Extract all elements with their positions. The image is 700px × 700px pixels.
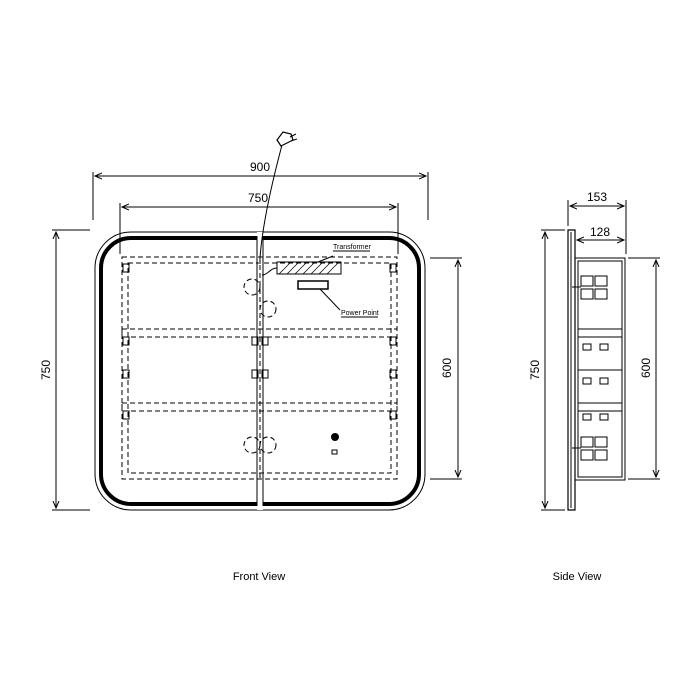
- side-mirror-face: [567, 229, 576, 511]
- shelf-upper: [121, 328, 398, 338]
- power-point-label: Power Point: [341, 310, 379, 317]
- dimension-153-label: 153: [587, 190, 607, 204]
- front-view-label: Front View: [233, 571, 285, 583]
- dimension-750-width-label: 750: [248, 191, 268, 205]
- side-view-label: Side View: [553, 571, 602, 583]
- dimension-900-label: 900: [250, 160, 270, 174]
- shelf-lower: [121, 402, 398, 412]
- hinge-lower: [572, 436, 608, 461]
- hinge-upper: [572, 275, 608, 300]
- power-point-box: [297, 280, 329, 290]
- dimension-side-750-label: 750: [528, 360, 542, 380]
- side-view: 153 128 750 600 Side View: [528, 190, 660, 583]
- transformer-label: Transformer: [333, 244, 372, 251]
- plug-icon: [276, 131, 294, 147]
- front-view: Transformer Power Point 900 750 750 600: [39, 131, 462, 583]
- dimension-600-label: 600: [440, 358, 454, 378]
- side-cabinet-body: [574, 257, 626, 481]
- dimension-side-600-label: 600: [639, 358, 653, 378]
- dimension-750-height-label: 750: [39, 360, 53, 380]
- touch-sensor-icon: [331, 433, 339, 441]
- dimension-128-label: 128: [590, 225, 610, 239]
